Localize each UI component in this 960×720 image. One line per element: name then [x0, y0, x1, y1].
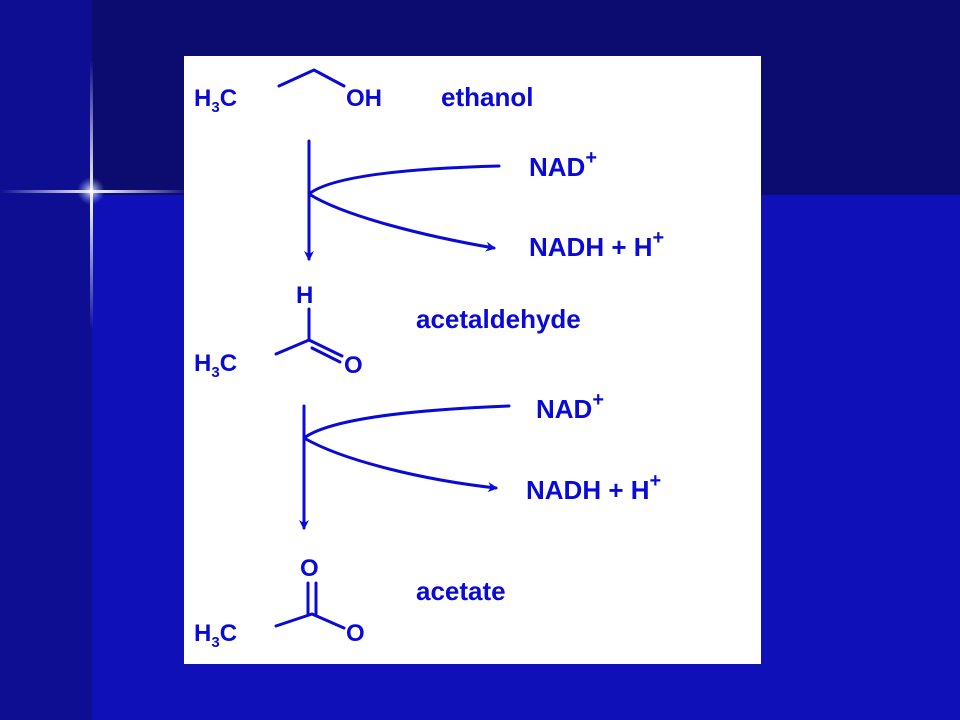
step-1-cofactor-in-superscript: + — [585, 147, 597, 169]
acetate-o-top: O — [300, 555, 319, 582]
step-2-cofactor-in: NAD+ — [536, 389, 604, 424]
step-2-nad-in-curve — [302, 404, 511, 440]
acetaldehyde-h3c-h: H — [194, 350, 211, 377]
step-1-nad-in-curve — [307, 164, 501, 196]
acetate-name: acetate — [416, 576, 506, 606]
reaction-card: H3C OH ethanol NAD+ NADH + H+ H H3C — [184, 56, 761, 664]
acetaldehyde-double-bond-2 — [310, 346, 342, 364]
acetate-c-o-bond — [310, 612, 346, 630]
acetate-c-c-bond — [274, 612, 314, 628]
acetaldehyde-c-c-bond — [274, 338, 311, 356]
acetate-h3c-subscript: 3 — [211, 634, 219, 651]
step-1-arrows — [304, 139, 501, 261]
step-1-cofactor-out-superscript: + — [653, 227, 665, 249]
acetate-h3c-c: C — [220, 620, 237, 647]
oxidation-pathway-diagram: H3C OH ethanol NAD+ NADH + H+ H H3C — [194, 68, 664, 651]
ethanol-h3c-subscript: 3 — [211, 99, 219, 116]
background-left-strip — [0, 0, 92, 720]
acetaldehyde-h: H — [296, 282, 313, 309]
step-2-cofactor-out-superscript: + — [650, 470, 662, 492]
acetaldehyde-structure: H H3C O acetaldehyde — [194, 282, 581, 381]
acetaldehyde-h3c-subscript: 3 — [211, 364, 219, 381]
step-2-cofactor-out: NADH + H+ — [526, 470, 661, 505]
svg-text:H3C: H3C — [194, 85, 237, 116]
ethanol-oh: OH — [346, 85, 382, 112]
svg-text:H3C: H3C — [194, 620, 237, 651]
acetate-o: O — [346, 620, 365, 647]
acetaldehyde-name: acetaldehyde — [416, 304, 581, 334]
step-1-cofactor-out: NADH + H+ — [529, 227, 664, 262]
ethanol-name: ethanol — [441, 82, 533, 112]
step-2-arrows — [299, 404, 511, 530]
step-2-nadh-out-arrow — [302, 436, 498, 493]
step-1-nadh-out-arrow — [307, 192, 496, 252]
svg-text:H3C: H3C — [194, 350, 237, 381]
step-1-cofactor-in: NAD+ — [529, 147, 597, 182]
acetate-structure: O H3C O acetate — [194, 555, 506, 651]
acetaldehyde-h3c-c: C — [220, 350, 237, 377]
ethanol-h3c-c: C — [220, 85, 237, 112]
ethanol-structure: H3C OH ethanol — [194, 68, 533, 116]
acetate-h3c-h: H — [194, 620, 211, 647]
ethanol-h3c-h: H — [194, 85, 211, 112]
acetaldehyde-o: O — [344, 352, 363, 379]
acetaldehyde-double-bond-1 — [307, 338, 344, 358]
sparkle-icon — [0, 60, 190, 330]
step-2-cofactor-in-superscript: + — [592, 389, 604, 411]
ethanol-bond — [277, 68, 346, 88]
